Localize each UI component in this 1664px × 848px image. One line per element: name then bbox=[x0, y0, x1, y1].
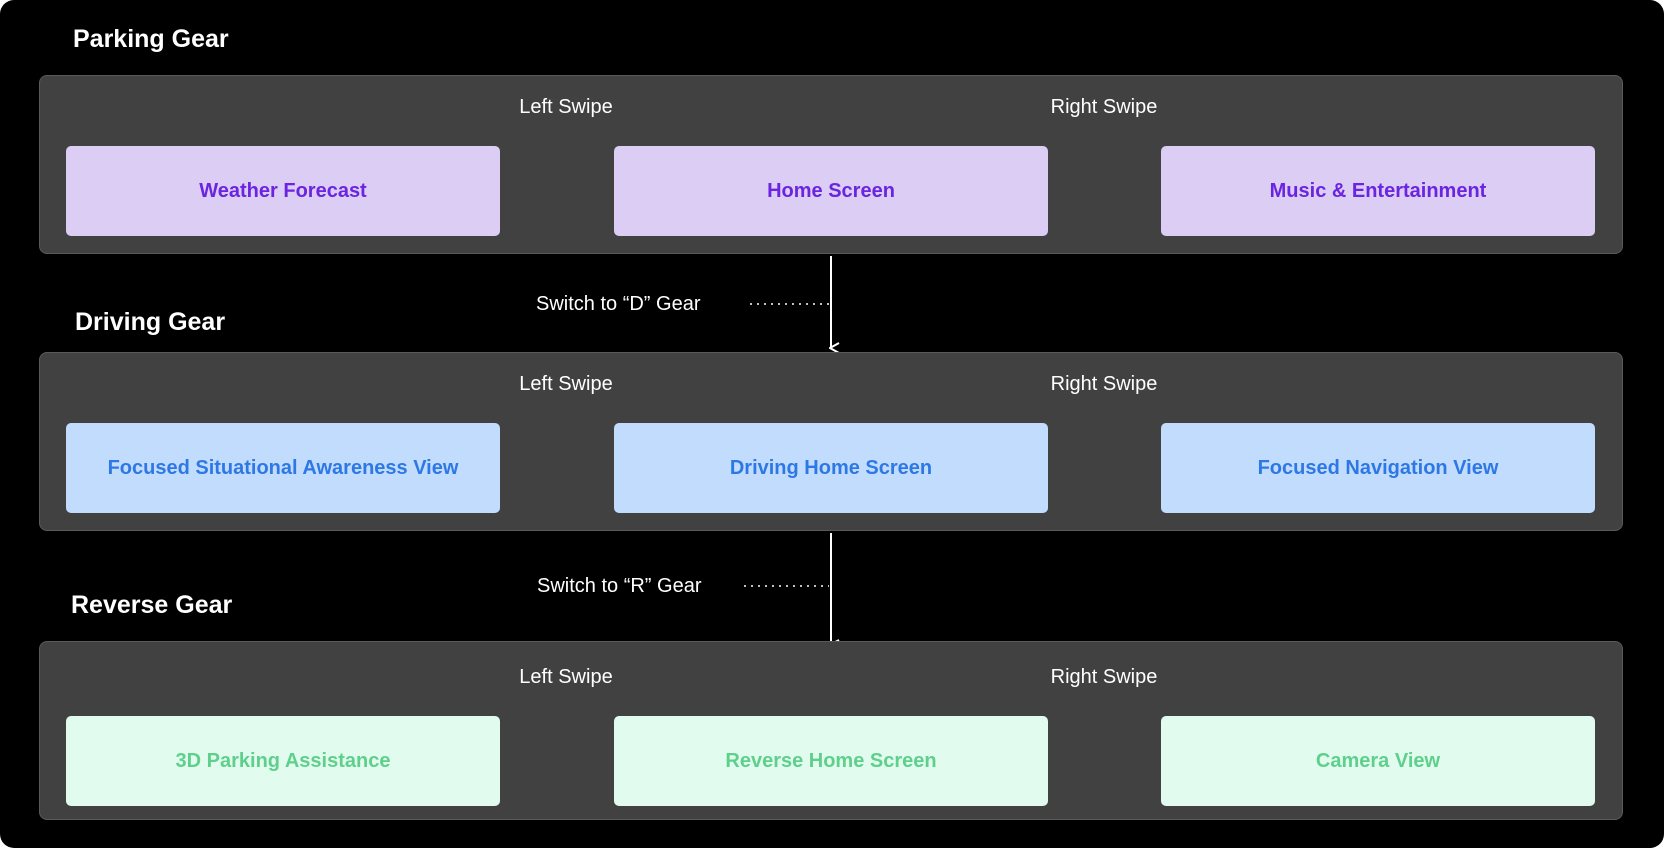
reverse-gear-title: Reverse Gear bbox=[71, 591, 233, 619]
driving-gear-title: Driving Gear bbox=[75, 308, 226, 336]
node-focused-navigation-view[interactable]: Focused Navigation View bbox=[1161, 423, 1595, 513]
node-driving-home-screen[interactable]: Driving Home Screen bbox=[614, 423, 1048, 513]
node-music-entertainment[interactable]: Music & Entertainment bbox=[1161, 146, 1595, 236]
node-focused-situational-awareness-view[interactable]: Focused Situational Awareness View bbox=[66, 423, 500, 513]
parking-right-swipe-label: Right Swipe bbox=[1050, 96, 1158, 118]
reverse-left-swipe-label: Left Swipe bbox=[519, 666, 613, 688]
reverse-right-swipe-label: Right Swipe bbox=[1050, 666, 1158, 688]
driving-left-swipe-label: Left Swipe bbox=[519, 373, 613, 395]
parking-left-swipe-label: Left Swipe bbox=[519, 96, 613, 118]
node-camera-view[interactable]: Camera View bbox=[1161, 716, 1595, 806]
node-home-screen[interactable]: Home Screen bbox=[614, 146, 1048, 236]
switch-to-r-label: Switch to “R” Gear bbox=[537, 575, 702, 597]
switch-to-d-label: Switch to “D” Gear bbox=[536, 293, 701, 315]
node-3d-parking-assistance[interactable]: 3D Parking Assistance bbox=[66, 716, 500, 806]
node-reverse-home-screen[interactable]: Reverse Home Screen bbox=[614, 716, 1048, 806]
driving-right-swipe-label: Right Swipe bbox=[1050, 373, 1158, 395]
parking-gear-title: Parking Gear bbox=[73, 25, 229, 53]
node-weather-forecast[interactable]: Weather Forecast bbox=[66, 146, 500, 236]
